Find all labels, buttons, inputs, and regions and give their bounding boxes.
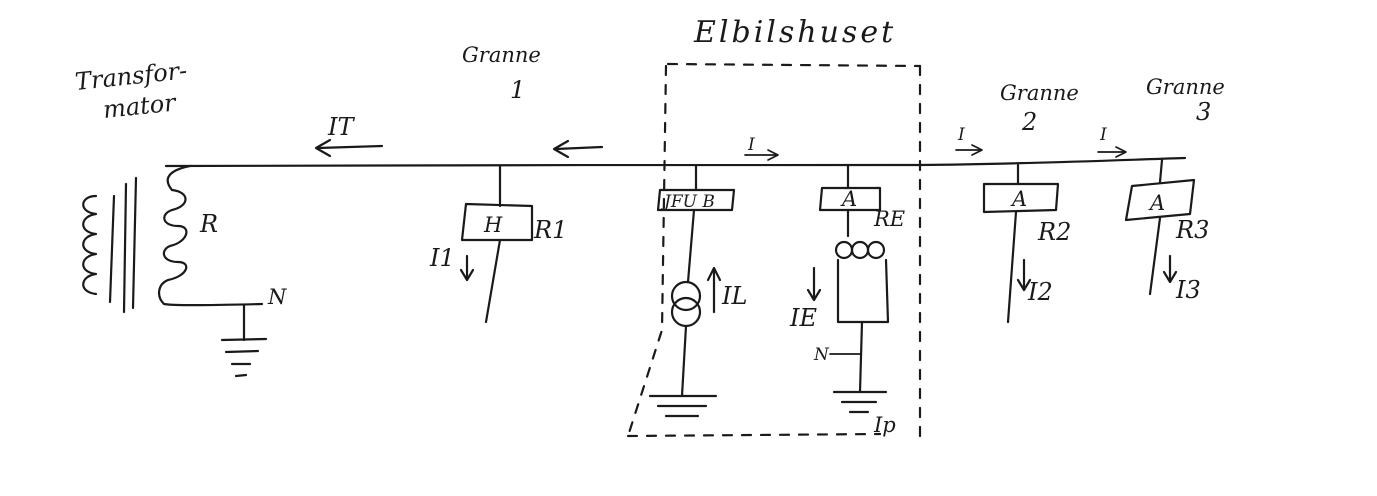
neighbour-1-name: Granne: [462, 43, 541, 67]
busbar-arrow-left: [552, 139, 604, 159]
building-outline: [626, 62, 922, 442]
neighbour-1-branch: [460, 164, 534, 324]
busbar-current-label-3: I: [1099, 125, 1107, 145]
busbar-current-arrow-1: [744, 149, 779, 161]
neighbour-2-meter: A: [1010, 187, 1027, 211]
neighbour-3-name: Granne: [1146, 75, 1225, 99]
neighbour-3-number: 3: [1196, 98, 1211, 126]
transformer-secondary-winding: [158, 164, 264, 307]
busbar-current-arrow-2: [955, 144, 983, 156]
house-meter-label: A: [840, 187, 857, 211]
neutral-label: N: [267, 285, 287, 309]
neighbour-2-number: 2: [1021, 108, 1037, 136]
neighbour-1-meter: H: [483, 213, 503, 237]
busbar-current-label-2: I: [957, 125, 965, 145]
house-earth-current-label: IE: [789, 304, 817, 332]
neighbour-3-branch: [1124, 158, 1196, 296]
neighbour-2-branch: [982, 163, 1060, 324]
neighbour-3-resistance: R3: [1175, 216, 1209, 244]
house-resistance-label: RE: [873, 207, 905, 231]
neighbour-1-resistance: R1: [533, 216, 567, 244]
house-meter-branch: [818, 164, 890, 414]
charger-branch: [648, 164, 736, 418]
transformer-label-line2: mator: [102, 88, 179, 124]
charger-current-arrow: [706, 266, 722, 314]
house-neutral-label: N: [813, 345, 830, 365]
neighbour-2-resistance: R2: [1037, 218, 1071, 246]
busbar-current-label-1: I: [747, 135, 755, 155]
neighbour-2-name: Granne: [1000, 81, 1079, 105]
charger-meter-label: JFU B: [661, 192, 715, 212]
neutral-ground: [220, 303, 268, 378]
transformer-primary-winding: [82, 194, 98, 296]
main-busbar: [164, 156, 1187, 168]
neighbour-1-current: I1: [429, 244, 455, 272]
neighbour-1-number: 1: [510, 76, 525, 104]
neighbour-3-current: I3: [1175, 276, 1201, 304]
transformer-resistance-label: R: [199, 210, 218, 238]
neighbour-2-current: I2: [1027, 278, 1053, 306]
busbar-current-arrow-3: [1097, 146, 1127, 158]
building-label: Elbilshuset: [693, 15, 896, 50]
transformer-core: [108, 176, 138, 314]
neighbour-1-current-arrow: [459, 254, 475, 282]
neighbour-3-meter: A: [1148, 191, 1165, 215]
transformer-current-arrow: [314, 138, 384, 158]
house-earth-current-arrow: [806, 266, 822, 302]
ip-label: Ip: [873, 413, 896, 437]
neighbour-3-current-arrow: [1162, 254, 1178, 284]
transformer-current-label: IT: [327, 113, 355, 141]
neighbour-2-current-arrow: [1016, 258, 1032, 292]
charger-current-label: IL: [721, 282, 747, 310]
